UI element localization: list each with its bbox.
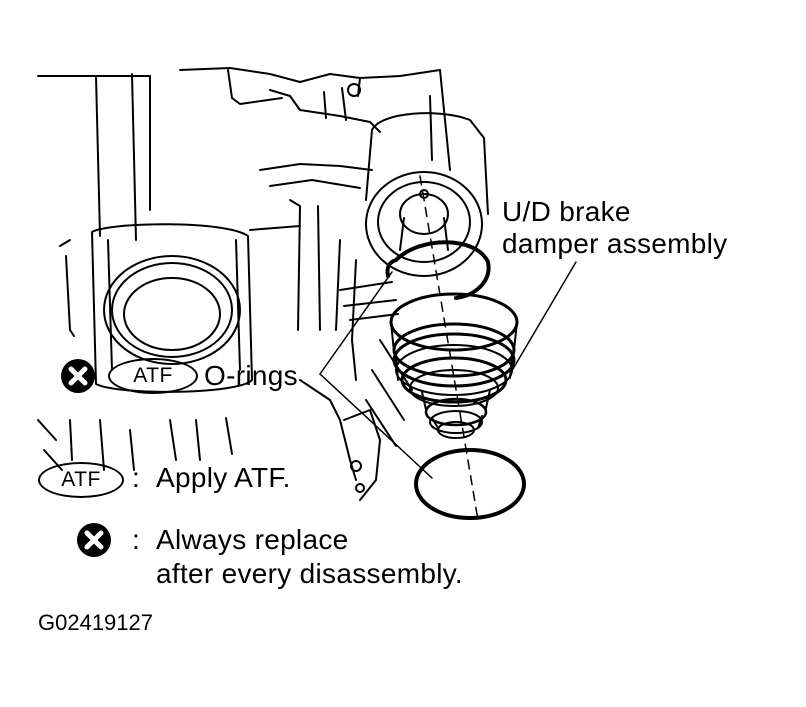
legend-colon-replace: :	[132, 524, 141, 555]
o-rings-label: O-rings	[204, 360, 298, 391]
atf-oval-icon: ATF	[108, 358, 198, 394]
damper-label-line2: damper assembly	[502, 228, 728, 259]
damper-assembly	[389, 292, 519, 439]
transmission-case	[37, 67, 451, 501]
x-circle-icon-legend	[77, 523, 111, 557]
atf-badge-text: ATF	[133, 364, 173, 387]
always-replace-line1: Always replace	[156, 524, 349, 555]
upper-o-ring	[385, 240, 491, 300]
atf-oval-icon-legend: ATF	[38, 462, 124, 498]
damper-bore-housing	[365, 112, 489, 277]
always-replace-line2: after every disassembly.	[156, 558, 464, 589]
damper-label-line1: U/D brake	[502, 196, 631, 227]
atf-legend-text: ATF	[61, 468, 101, 491]
leader-lines	[319, 261, 577, 479]
x-circle-icon	[61, 359, 95, 393]
apply-atf-label: Apply ATF.	[156, 462, 291, 493]
lower-o-ring	[414, 448, 526, 520]
figure-code: G02419127	[38, 610, 153, 635]
axis-centerline	[419, 175, 479, 521]
legend-colon-atf: :	[132, 462, 141, 493]
